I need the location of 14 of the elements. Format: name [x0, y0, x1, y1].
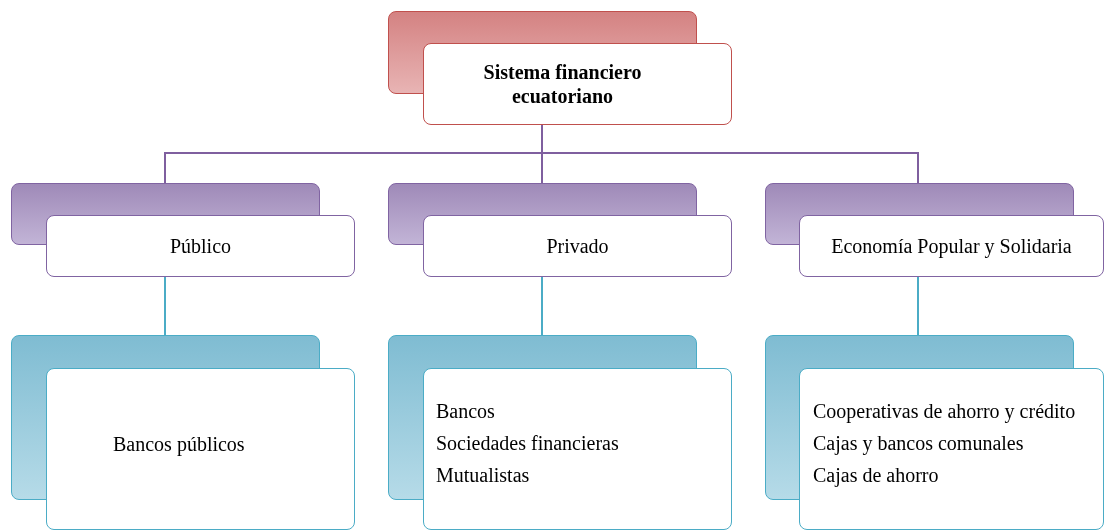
connector-line — [541, 276, 543, 336]
node-label: Mutualistas — [436, 463, 531, 487]
node-label: Bancos públicos — [113, 432, 246, 456]
connector-line — [164, 276, 166, 336]
node-label: Bancos — [436, 399, 496, 423]
node-label: Cajas y bancos comunales — [813, 431, 1025, 455]
node-label: Cajas de ahorro — [813, 463, 940, 487]
node-label: Sistema financiero ecuatoriano — [482, 60, 643, 108]
node-label: Sociedades financieras — [436, 431, 620, 455]
node-label: Cooperativas de ahorro y crédito — [813, 399, 1077, 423]
connector-line — [917, 276, 919, 336]
node-label: Público — [168, 234, 233, 258]
node-label: Privado — [545, 234, 610, 258]
node-label: Economía Popular y Solidaria — [830, 234, 1073, 258]
